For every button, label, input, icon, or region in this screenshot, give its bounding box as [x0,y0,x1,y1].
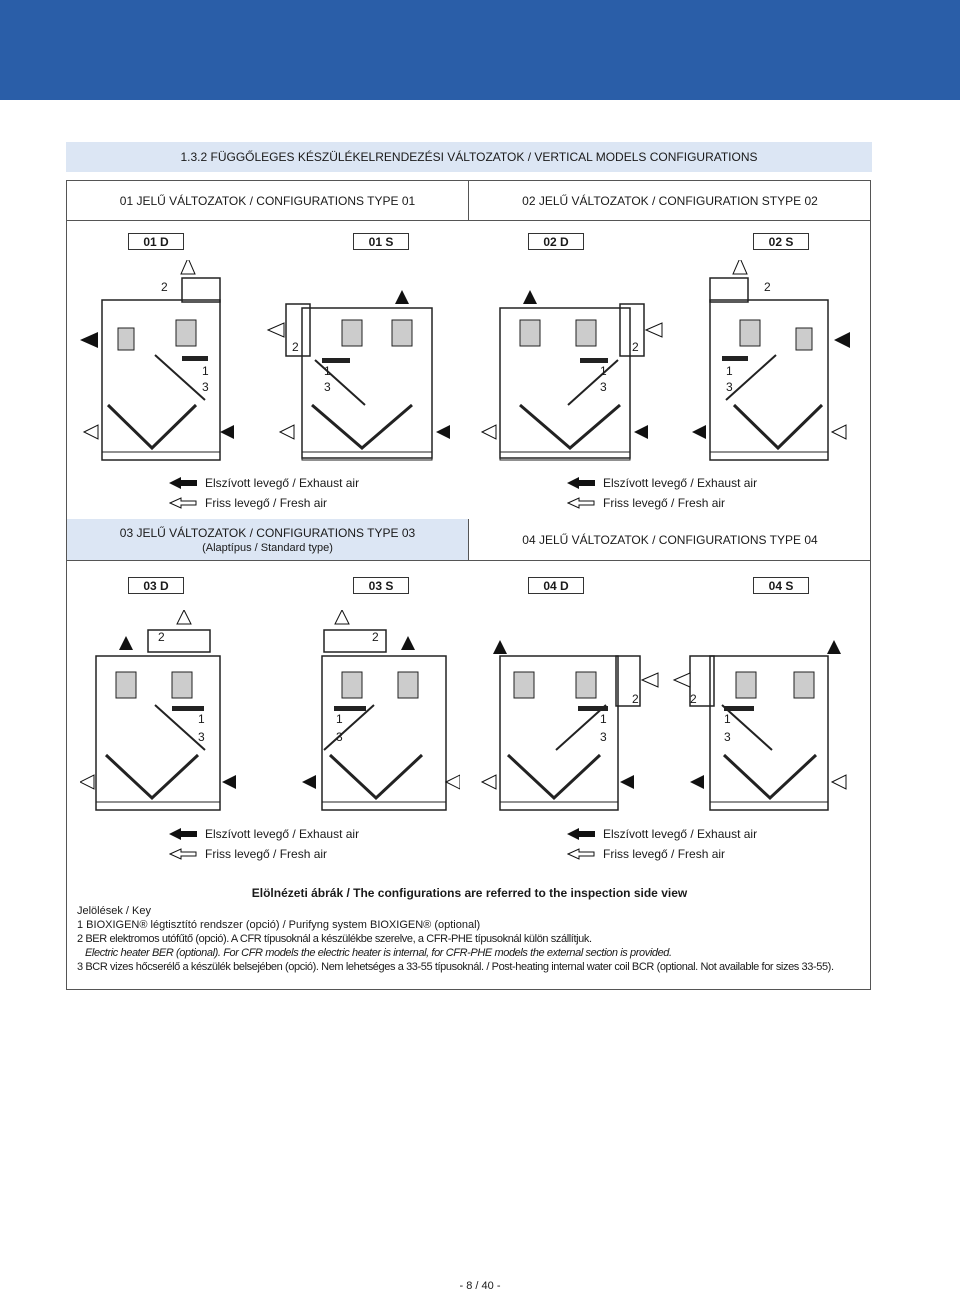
marker-3: 3 [600,730,607,744]
marker-2: 2 [632,692,639,706]
marker-2: 2 [372,630,379,644]
exhaust-arrow-icon [169,828,197,840]
key-item-2: 2 BER elektromos utófűtő (opció). A CFR … [77,933,592,945]
legend-exhaust: Elszívott levegő / Exhaust air [205,827,360,841]
legend-exhaust: Elszívott levegő / Exhaust air [205,476,360,490]
label-03s: 03 S [353,577,409,594]
marker-1: 1 [724,712,731,726]
fresh-arrow-icon [567,848,595,860]
fresh-arrow-icon [169,497,197,509]
diagram-04d-04s [480,640,847,811]
marker-1: 1 [600,712,607,726]
unit-03d [80,610,236,811]
type04-header: 04 JELŰ VÁLTOZATOK / CONFIGURATIONS TYPE… [469,519,871,561]
configurations-frame: 01 JELŰ VÁLTOZATOK / CONFIGURATIONS TYPE… [66,180,871,990]
marker-3: 3 [724,730,731,744]
marker-2: 2 [161,280,168,294]
unit-03s [302,610,460,811]
marker-1: 1 [198,712,205,726]
legend-fresh: Friss levegő / Fresh air [603,496,726,510]
type01-header: 01 JELŰ VÁLTOZATOK / CONFIGURATIONS TYPE… [67,181,469,221]
marker-1: 1 [324,364,331,378]
type03-subtitle: (Alaptípus / Standard type) [202,541,333,554]
exhaust-arrow-icon [169,477,197,489]
marker-1: 1 [336,712,343,726]
unit-01d [80,260,234,461]
type02-header: 02 JELŰ VÁLTOZATOK / CONFIGURATION STYPE… [469,181,871,221]
key-item-3: 3 BCR vizes hőcserélő a készülék belsejé… [77,961,834,973]
page-number: - 8 / 40 - [459,1280,501,1292]
label-01s: 01 S [353,233,409,250]
unit-04s [672,640,847,811]
label-03d: 03 D [128,577,184,594]
unit-02s [692,260,850,461]
marker-2: 2 [292,340,299,354]
marker-3: 3 [600,380,607,394]
key-title: Jelölések / Key [77,905,151,917]
type03-header: 03 JELŰ VÁLTOZATOK / CONFIGURATIONS TYPE… [67,519,469,561]
legend-03: Elszívott levegő / Exhaust air Friss lev… [169,824,359,864]
legend-02: Elszívott levegő / Exhaust air Friss lev… [567,473,757,513]
type03-title: 03 JELŰ VÁLTOZATOK / CONFIGURATIONS TYPE… [119,525,416,540]
marker-1: 1 [202,364,209,378]
marker-2: 2 [690,692,697,706]
legend-04: Elszívott levegő / Exhaust air Friss lev… [567,824,757,864]
legend-exhaust: Elszívott levegő / Exhaust air [603,476,758,490]
marker-1: 1 [600,364,607,378]
marker-3: 3 [726,380,733,394]
legend-fresh: Friss levegő / Fresh air [603,847,726,861]
label-04d: 04 D [528,577,584,594]
label-02s: 02 S [753,233,809,250]
unit-04d [480,640,659,811]
header-band [0,0,960,100]
marker-3: 3 [336,730,343,744]
marker-3: 3 [202,380,209,394]
exhaust-arrow-icon [567,477,595,489]
unit-01s [266,290,450,461]
fresh-arrow-icon [567,497,595,509]
fresh-arrow-icon [169,848,197,860]
diagram-01d-01s [80,260,450,461]
marker-2: 2 [764,280,771,294]
legend-fresh: Friss levegő / Fresh air [205,847,328,861]
unit-02d [480,290,663,461]
exhaust-arrow-icon [567,828,595,840]
legend-exhaust: Elszívott levegő / Exhaust air [603,827,758,841]
key-item-1: 1 BIOXIGEN® légtisztító rendszer (opció)… [77,919,481,931]
marker-3: 3 [198,730,205,744]
label-04s: 04 S [753,577,809,594]
diagram-03d-03s [80,610,460,811]
legend-01: Elszívott levegő / Exhaust air Friss lev… [169,473,359,513]
key-item-2-en: Electric heater BER (optional). For CFR … [85,947,672,959]
diagram-02d-02s [480,260,850,461]
marker-2: 2 [158,630,165,644]
label-01d: 01 D [128,233,184,250]
legend-fresh: Friss levegő / Fresh air [205,496,328,510]
view-note: Elölnézeti ábrák / The configurations ar… [251,886,688,900]
marker-1: 1 [726,364,733,378]
key-section: Elölnézeti ábrák / The configurations ar… [77,886,862,974]
section-title: 1.3.2 FÜGGŐLEGES KÉSZÜLÉKELRENDEZÉSI VÁL… [66,142,872,172]
marker-2: 2 [632,340,639,354]
marker-3: 3 [324,380,331,394]
label-02d: 02 D [528,233,584,250]
